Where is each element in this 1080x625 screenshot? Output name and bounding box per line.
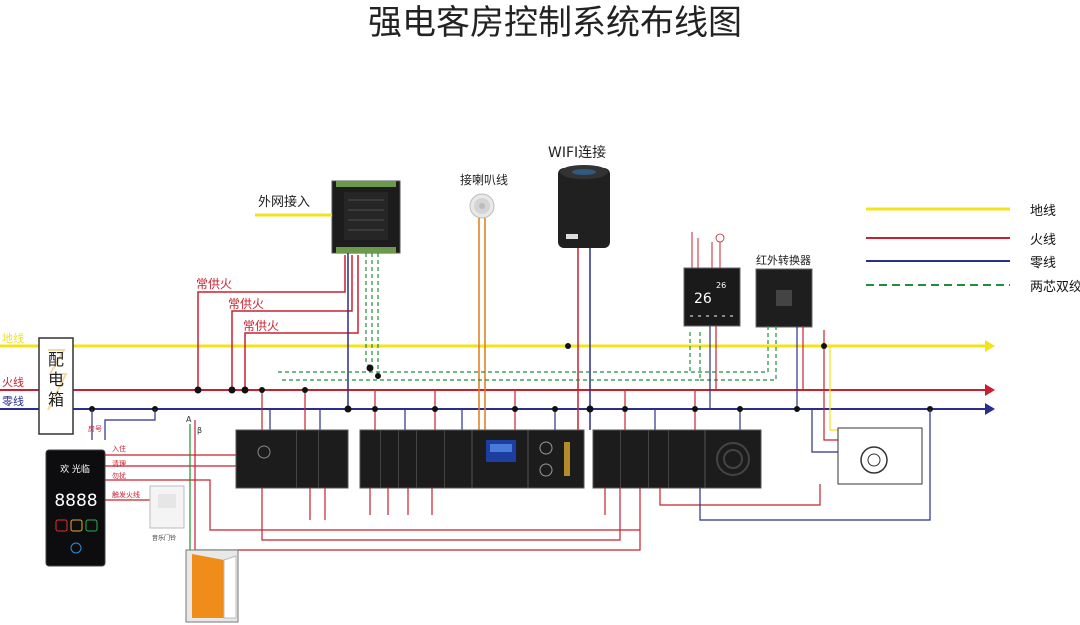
door-icon xyxy=(185,549,239,623)
neutral-arrow xyxy=(985,403,995,415)
doorplate-brand: 欢 光临 xyxy=(60,463,90,475)
music-doorbell xyxy=(149,485,185,529)
ir-converter xyxy=(755,268,813,328)
signal-lines xyxy=(278,326,777,381)
live-label-left: 火线 xyxy=(2,375,24,389)
live-arrow xyxy=(985,384,995,396)
legend-ground-label: 地线 xyxy=(1030,204,1056,219)
distribution-box-label: 配电箱 xyxy=(48,350,64,409)
legend-twisted-pair-label: 两芯双绞线 xyxy=(1030,279,1080,295)
music-doorbell-label: 音乐门铃 xyxy=(152,534,176,542)
clean-label: 清理 xyxy=(112,459,126,468)
bus-lines xyxy=(0,340,995,415)
module-group-1 xyxy=(235,429,349,489)
ground-arrow xyxy=(985,340,995,352)
fan-panel xyxy=(704,429,762,489)
room-control-panel xyxy=(471,429,529,489)
module-group-3 xyxy=(592,429,706,489)
doorplate: 欢 光临 8888 xyxy=(45,449,106,567)
ir-converter-label: 红外转换器 xyxy=(756,253,811,267)
legend-neutral-label: 零线 xyxy=(1030,256,1056,271)
wifi-label: WIFI连接 xyxy=(548,144,606,161)
legend: 地线 火线 零线 两芯双绞线 xyxy=(866,204,1080,295)
legend-live-label: 火线 xyxy=(1030,233,1056,248)
always-live-label-1: 常供火 xyxy=(196,277,232,291)
check-in-label: 入住 xyxy=(112,444,126,453)
always-live-branches xyxy=(197,255,359,390)
speaker xyxy=(469,193,495,219)
socket-panel xyxy=(527,429,585,489)
module-group-2 xyxy=(359,429,473,489)
doorplate-digits: 8888 xyxy=(54,491,97,511)
alpha-label: A xyxy=(186,415,192,424)
motion-sensor-box xyxy=(837,427,923,485)
thermostat-small-temp: 26 xyxy=(716,281,726,290)
neutral-label-left: 零线 xyxy=(2,394,24,408)
wifi-router xyxy=(558,165,610,248)
room-number-label: 房号 xyxy=(88,424,102,433)
external-network-label: 外网接入 xyxy=(258,194,310,210)
speaker-wire-label: 接喇叭线 xyxy=(460,172,508,187)
always-live-label-2: 常供火 xyxy=(228,297,264,311)
doorbell-live-label: 触发火线 xyxy=(112,490,140,499)
network-controller xyxy=(331,180,401,254)
ground-label-left: 地线 xyxy=(2,331,24,345)
thermostat: 26 26 xyxy=(683,267,741,327)
junction-dots xyxy=(89,343,933,413)
always-live-label-3: 常供火 xyxy=(243,319,279,333)
beta-label: β xyxy=(197,426,202,435)
thermostat-big-temp: 26 xyxy=(694,291,712,307)
page-title: 强电客房控制系统布线图 xyxy=(368,3,742,43)
dnd-label: 勿扰 xyxy=(112,471,126,480)
distribution-box: 配电箱 xyxy=(38,337,74,435)
lower-wiring xyxy=(91,409,931,560)
